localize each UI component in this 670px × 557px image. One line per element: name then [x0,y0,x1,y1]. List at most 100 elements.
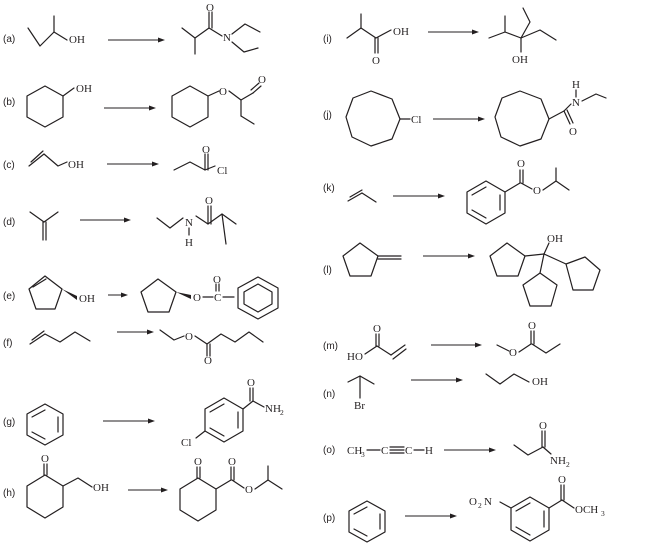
atom-o: O [193,292,201,304]
atom-o-carbonyl: O [204,355,212,367]
atom-o-ester: O [245,484,253,496]
atom-o-carbonyl: O [558,474,566,486]
atom-o: O [539,420,547,432]
atom-nh2-subscript: 2 [280,408,284,417]
atom-o2n-n: N [484,496,492,508]
arrow-i [428,29,479,35]
start-j: Cl [345,90,421,147]
arrow-k [393,193,445,199]
atom-o2n-subscript: 2 [478,501,482,510]
arrow-p [405,513,457,519]
product-l: OH [489,233,601,307]
atom-h: H [185,237,193,249]
product-d: N H O [156,195,237,249]
label-n: (n) [323,389,335,400]
atom-nh2-subscript: 2 [566,460,570,469]
product-o: O NH 2 [513,420,570,469]
product-a: O N [181,2,261,55]
atom-h: H [425,445,433,457]
atom-oh: OH [512,54,528,66]
label-k: (k) [323,183,335,194]
atom-o: O [219,86,227,98]
product-f: O O [159,329,264,367]
label-i: (i) [323,34,332,45]
problem-h: (h) O OH O O O [3,453,283,522]
problem-e: (e) OH O C O [3,274,279,320]
problem-j: (j) Cl O N H [323,79,607,147]
atom-oh: OH [393,26,409,38]
atom-nh2: NH [550,455,566,467]
atom-o: O [372,55,380,67]
arrow-h [128,487,168,493]
product-b: O O [171,74,266,128]
atom-o-carbonyl: O [258,74,266,86]
label-f: (f) [3,338,12,349]
atom-o: O [247,377,255,389]
product-h: O O O [179,456,283,522]
atom-n: N [223,32,231,44]
atom-och3: OCH [575,504,598,516]
atom-ch3-subscript: 3 [361,450,365,459]
atom-cl: Cl [217,165,227,177]
atom-oh: OH [69,34,85,46]
arrow-c [107,161,159,167]
problem-i: (i) O OH H OH [323,7,557,67]
arrow-l [423,253,475,259]
problem-d: (d) N H O [3,195,237,249]
product-i: H OH [488,7,557,66]
start-n: Br [347,375,375,412]
atom-cl: Cl [181,437,191,449]
atom-ho: HO [347,351,363,363]
label-j: (j) [323,110,332,121]
start-i: O OH [346,13,409,67]
label-c: (c) [3,160,15,171]
atom-c1: C [381,445,388,457]
arrow-b [104,105,156,111]
label-e: (e) [3,291,15,302]
atom-o-carbonyl: O [228,456,236,468]
arrow-a [108,37,165,43]
atom-cl: Cl [411,114,421,126]
label-d: (d) [3,217,15,228]
atom-h: H [572,79,580,91]
label-a: (a) [3,34,15,45]
start-o: CH 3 C C H [347,445,433,459]
start-e: OH [28,275,95,310]
atom-o-ester: O [509,347,517,359]
label-h: (h) [3,488,15,499]
start-p [348,500,386,543]
atom-o-ester: O [533,185,541,197]
start-b: OH [26,83,92,128]
start-h: O OH [26,453,109,519]
atom-n: N [572,97,580,109]
label-m: (m) [323,341,338,352]
problem-k: (k) O O [323,158,570,225]
start-f [29,330,91,345]
atom-o: O [373,323,381,335]
arrow-g [103,418,155,424]
product-m: O O [496,320,561,359]
start-d [29,211,59,241]
problem-p: (p) O 2 N O OCH 3 [323,474,605,543]
atom-oh: OH [93,482,109,494]
label-l: (l) [323,265,332,276]
atom-c2: C [405,445,412,457]
product-c: O Cl [173,144,227,177]
start-c: OH [28,150,84,171]
atom-o: O [41,453,49,465]
product-e: O C O [140,274,279,320]
start-g [26,403,64,446]
atom-oh: OH [76,83,92,95]
atom-ch3: CH [347,445,362,457]
atom-oh: OH [68,159,84,171]
problem-c: (c) OH O Cl [3,144,227,177]
atom-o: O [569,126,577,138]
label-g: (g) [3,417,15,428]
problem-l: (l) OH [323,233,601,307]
product-j: O N H [494,79,607,147]
atom-o-carbonyl: O [517,158,525,170]
problem-n: (n) Br OH [323,373,548,412]
arrow-e [108,292,128,298]
product-k: O O [466,158,570,225]
